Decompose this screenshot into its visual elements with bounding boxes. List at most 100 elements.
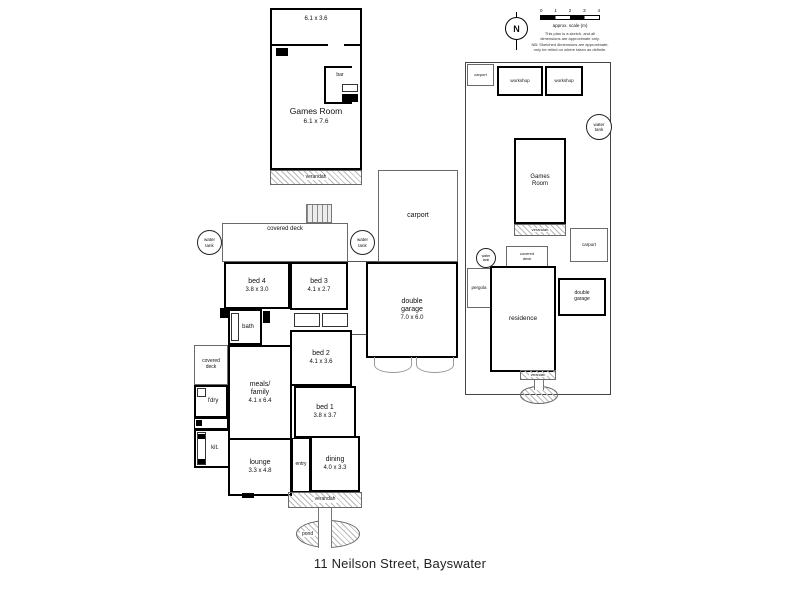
room-label: covered deck [202,358,220,370]
room-bed-1: bed 1 3.8 x 3.7 [294,386,356,438]
room-laundry: l'dry [194,385,228,418]
room-label: carport [581,242,596,248]
site-verandah: verandah [520,370,556,380]
chimney [220,308,230,318]
games-room-label-group: Games Room 6.1 x 7.6 [272,106,360,125]
room-bed-3: bed 3 4.1 x 2.7 [290,262,348,310]
garage-door-arc [416,357,454,373]
bar-label: bar [336,72,344,78]
verandah-label: verandah [528,372,548,377]
wall-block [263,311,270,323]
verandah-label: verandah [303,173,329,181]
room-dim: 4.1 x 2.7 [307,287,331,294]
scale-tick: 3 [583,8,586,13]
pond-label: pond [300,531,316,537]
bar-counter [324,102,352,104]
kitchen-appliance [198,459,205,464]
scale-ticks: 0 1 2 3 4 [540,8,600,13]
room-dim: 3.3 x 4.8 [248,468,272,475]
room-dim: 3.8 x 3.0 [245,286,269,293]
room-name: dining [325,456,345,464]
site-games-verandah: verandah [514,224,566,236]
room-dim: 3.8 x 3.7 [313,413,337,420]
scale-bar [540,15,600,20]
carport: carport [378,170,458,262]
scale-disclaimer: This plan is a sketch, and all dimension… [531,31,609,53]
games-fixture [276,48,288,56]
room-label: residence [508,315,538,323]
room-label: l'dry [207,398,219,405]
bar-counter [324,66,326,104]
room-dim: 7.0 x 6.0 [400,315,424,322]
robe [294,313,320,327]
garden-path [318,508,332,548]
room-label: workshop [554,78,574,84]
scale-tick: 1 [554,8,557,13]
room-name: meals/ family [249,380,271,396]
north-arrow-icon: N [505,17,528,40]
site-covered-deck: covered deck [506,246,548,268]
verandah: verandah [288,492,362,508]
site-workshop-1: workshop [497,66,543,96]
scale-caption: approx. scale (m) [552,23,588,28]
site-double-garage: double garage [558,278,606,316]
bar-bench [342,94,358,102]
games-verandah: verandah [270,170,362,185]
room-dim: 4.0 x 3.3 [323,465,347,472]
gate-line [352,334,366,335]
room-label: covered deck [267,226,303,232]
site-games-room: Games Room [514,138,566,224]
site-carport-mid: carport [570,228,608,262]
water-tank: water tank [586,114,612,140]
room-label: double garage [574,290,590,302]
room-label: carport [474,71,487,77]
room-name: Games Room [289,106,343,116]
room-name: lounge [249,459,271,467]
room-label: kit. [211,445,219,452]
room-label: bath [242,323,254,330]
scale-tick: 2 [568,8,572,13]
kitchen-bench [197,432,206,465]
room-label: covered deck [519,251,535,261]
games-partition-wall [272,44,328,46]
water-tank: water tank [197,230,222,255]
room-name: bed 2 [312,350,330,358]
verandah-label: verandah [529,226,551,233]
bath-tub [231,313,239,341]
room-dim: 4.1 x 3.6 [309,359,333,366]
bar-counter [324,66,352,68]
stairs [306,204,332,223]
water-tank: water tank [350,230,375,255]
games-partition-wall [344,44,360,46]
entry-hall: entry [292,438,310,492]
room-meals-family: meals/ family 4.1 x 6.4 [228,345,292,440]
bar-fridge [342,84,358,92]
room-label: carport [407,211,429,219]
fireplace [242,493,254,498]
room-label: pergola [471,285,487,291]
room-name: double garage [401,298,423,314]
room-bed-4: bed 4 3.8 x 3.0 [224,262,290,309]
site-pergola: pergola [467,268,491,308]
room-label: Games Room [530,174,550,187]
covered-deck-small: covered deck [194,345,228,385]
room-name: bed 1 [316,404,334,412]
covered-deck: covered deck [222,223,348,262]
room-dining: dining 4.0 x 3.3 [310,436,360,492]
room-name: bed 3 [310,278,328,286]
room-name: bed 4 [248,277,266,285]
games-store-dim: 6.1 x 3.6 [304,16,328,22]
room-dim: 6.1 x 7.6 [303,118,329,125]
site-garden-path [534,380,544,390]
room-label: entry [295,461,307,468]
kitchen-appliance [198,434,205,439]
garage-door-arc [374,357,412,373]
fence-line [348,261,378,262]
room-wc [194,418,228,429]
scale-tick: 0 [540,8,543,13]
room-bed-2: bed 2 4.1 x 3.6 [290,330,352,386]
water-tank: water tank [476,248,496,268]
laundry-trough [197,388,206,397]
site-workshop-2: workshop [545,66,583,96]
double-garage: double garage 7.0 x 6.0 [366,262,458,358]
